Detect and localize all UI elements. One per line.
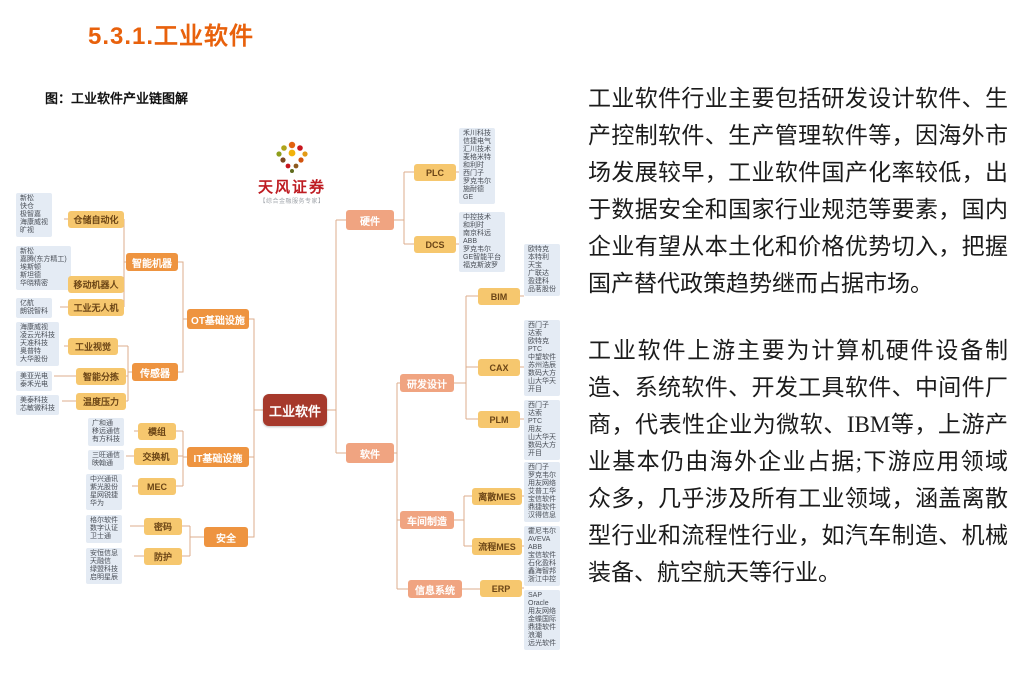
companies-dcs: 中控技术 和利时 南京科远 ABB 罗克韦尔 GE智能平台 福克斯波罗 bbox=[459, 212, 506, 272]
companies-mobile-robots: 新松 嘉腾(东方精工) 埃斯顿 斯坦德 华晓精密 bbox=[16, 246, 71, 290]
tf-logo-flower-icon bbox=[276, 141, 308, 173]
companies-discrete-mes: 西门子 罗克韦尔 用友网络 艾普工华 宝信软件 鼎捷软件 汉得信息 bbox=[524, 462, 560, 522]
companies-cryptography: 格尔软件 数字认证 卫士通 bbox=[86, 515, 122, 543]
node-hardware: 硬件 bbox=[346, 210, 394, 230]
node-cax: CAX bbox=[478, 359, 520, 376]
companies-smart-sorting: 美亚光电 泰禾光电 bbox=[16, 371, 52, 391]
companies-erp: SAP Oracle 用友网络 金蝶国际 鼎捷软件 浪潮 远光软件 bbox=[524, 590, 560, 650]
node-smart-machines: 智能机器 bbox=[126, 253, 178, 271]
article-paragraph-2: 工业软件上游主要为计算机硬件设备制造、系统软件、开发工具软件、中间件厂商，代表性… bbox=[588, 338, 1008, 585]
companies-machine-vision: 海康威视 凌云光科技 天准科技 奥普特 大华股份 bbox=[16, 322, 59, 366]
node-plm: PLM bbox=[478, 411, 520, 428]
node-mobile-robots: 移动机器人 bbox=[68, 276, 124, 293]
node-switches: 交换机 bbox=[134, 448, 178, 465]
node-information-systems: 信息系统 bbox=[408, 580, 462, 598]
node-rd-design: 研发设计 bbox=[400, 374, 454, 392]
node-industrial-drones: 工业无人机 bbox=[68, 299, 124, 316]
node-sensors: 传感器 bbox=[132, 363, 178, 381]
node-industrial-software: 工业软件 bbox=[263, 394, 327, 426]
node-erp: ERP bbox=[480, 580, 522, 597]
node-warehouse-automation: 仓储自动化 bbox=[68, 211, 124, 228]
companies-industrial-drones: 亿航 朗锐智科 bbox=[16, 298, 52, 318]
tf-logo-name: 天风证券 bbox=[257, 179, 326, 196]
companies-modules: 广和通 移远通信 有方科技 bbox=[88, 418, 124, 446]
companies-switches: 三旺通信 映翰通 bbox=[88, 450, 124, 470]
companies-warehouse-automation: 新松 快仓 极智嘉 海康威视 旷视 bbox=[16, 193, 52, 237]
node-workshop-manufacturing: 车间制造 bbox=[400, 511, 454, 529]
figure-caption: 图：工业软件产业链图解 bbox=[45, 91, 189, 106]
node-discrete-mes: 离散MES bbox=[472, 488, 522, 505]
node-it-infrastructure: IT基础设施 bbox=[187, 447, 249, 467]
node-plc: PLC bbox=[414, 164, 456, 181]
companies-temp-pressure: 美泰科技 芯敏微科技 bbox=[16, 395, 59, 415]
node-protection: 防护 bbox=[144, 548, 182, 565]
companies-mec: 中兴通讯 紫光股份 星网锐捷 华为 bbox=[86, 474, 122, 510]
companies-protection: 安恒信息 天融信 绿盟科技 启明星辰 bbox=[86, 548, 122, 584]
tf-logo-tagline: 【综合金融服务专家】 bbox=[259, 199, 325, 205]
companies-plc: 禾川科技 信捷电气 汇川技术 麦格米特 和利时 西门子 罗克韦尔 施耐德 GE bbox=[459, 128, 495, 204]
node-machine-vision: 工业视觉 bbox=[68, 338, 118, 355]
article: 工业软件行业主要包括研发设计软件、生产控制软件、生产管理软件等，因海外市场发展较… bbox=[588, 80, 1008, 621]
companies-plm: 西门子 达索 PTC 用友 山大华天 数码大方 开目 bbox=[524, 400, 560, 460]
node-software: 软件 bbox=[346, 443, 394, 463]
node-bim: BIM bbox=[478, 288, 520, 305]
page-title: 5.3.1.工业软件 bbox=[88, 23, 255, 50]
node-temp-pressure: 温度压力 bbox=[76, 393, 126, 410]
node-dcs: DCS bbox=[414, 236, 456, 253]
node-smart-sorting: 智能分拣 bbox=[76, 368, 126, 385]
connector-lines bbox=[54, 171, 524, 590]
node-process-mes: 流程MES bbox=[472, 538, 522, 555]
node-security: 安全 bbox=[204, 527, 248, 547]
node-ot-infrastructure: OT基础设施 bbox=[187, 309, 249, 329]
companies-process-mes: 霍尼韦尔 AVEVA ABB 宝信软件 石化盈科 鑫海智邦 浙江中控 bbox=[524, 526, 560, 586]
node-modules: 模组 bbox=[138, 423, 176, 440]
companies-cax: 西门子 达索 欧特克 PTC 中望软件 苏州浩辰 数码大方 山大华天 开目 bbox=[524, 320, 560, 396]
companies-bim: 欧特克 本特利 天宝 广联达 盈建科 品茗股份 bbox=[524, 244, 560, 296]
node-cryptography: 密码 bbox=[144, 518, 182, 535]
node-mec: MEC bbox=[138, 478, 176, 495]
article-paragraph-1: 工业软件行业主要包括研发设计软件、生产控制软件、生产管理软件等，因海外市场发展较… bbox=[588, 86, 1008, 296]
